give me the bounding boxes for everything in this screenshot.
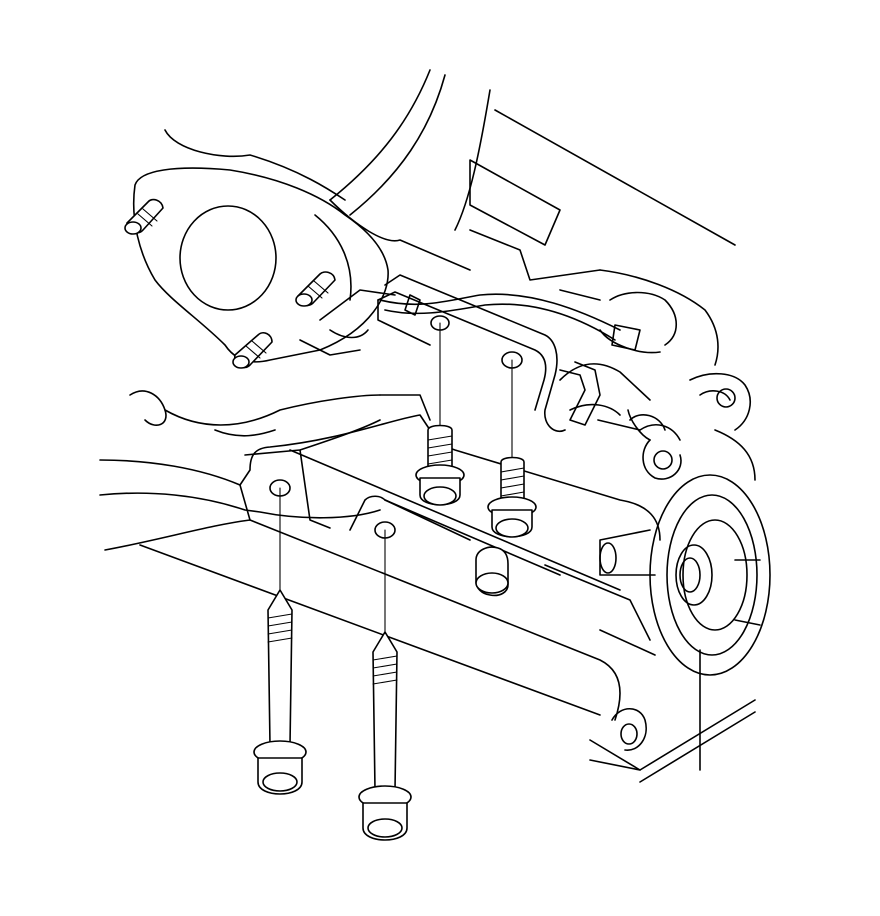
flange-bolt-long bbox=[253, 589, 307, 795]
nut bbox=[475, 546, 509, 597]
stud bbox=[295, 271, 336, 307]
stud bbox=[124, 198, 164, 235]
crankshaft-pulley bbox=[589, 474, 771, 783]
engine-block bbox=[164, 69, 756, 481]
flange-bolt-short bbox=[415, 424, 465, 506]
leader-lines bbox=[279, 322, 513, 633]
mounting-bracket bbox=[377, 274, 566, 432]
cross-member-bracket bbox=[99, 390, 661, 771]
stud bbox=[232, 332, 273, 369]
flange-bolt-short bbox=[487, 456, 537, 538]
pipe bbox=[379, 293, 641, 426]
flange-bolt-long bbox=[358, 631, 412, 841]
